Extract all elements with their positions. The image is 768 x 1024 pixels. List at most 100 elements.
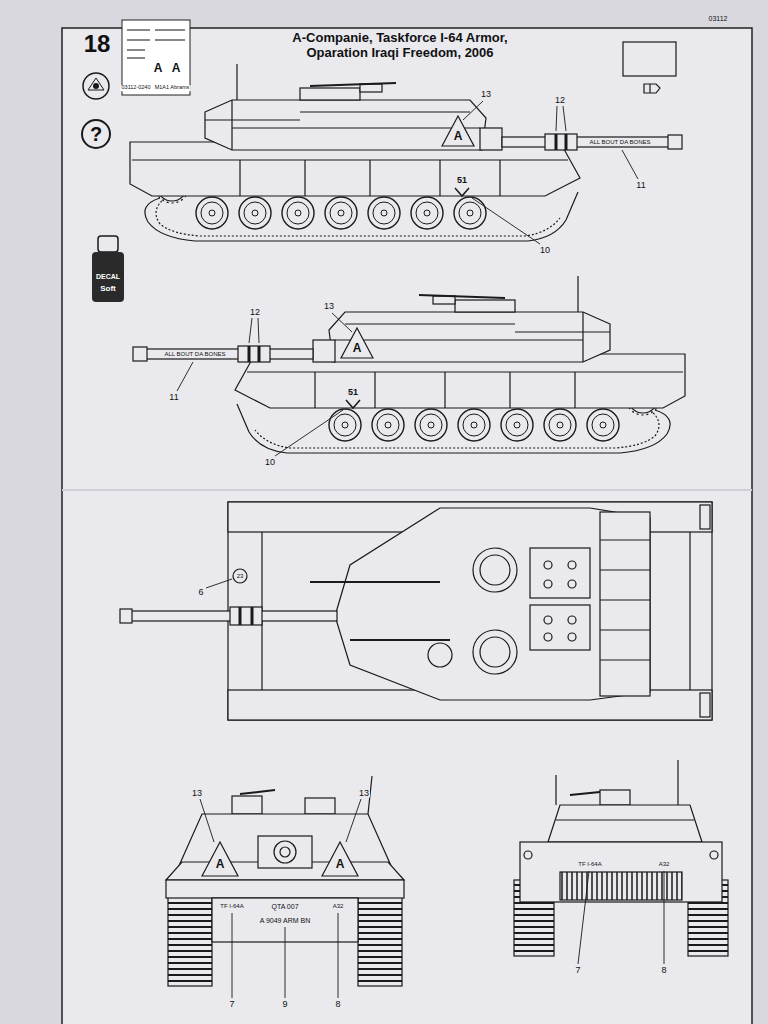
drawing-line bbox=[578, 871, 589, 964]
step-number: 18 bbox=[83, 32, 112, 56]
decal-soft-label: DECAL bbox=[95, 273, 121, 280]
drawing-rect bbox=[700, 505, 710, 529]
drawing-line bbox=[200, 799, 214, 842]
drawing-circle bbox=[473, 548, 517, 592]
drawing-circle bbox=[280, 847, 290, 857]
drawing-rect bbox=[700, 693, 710, 717]
drawing-circle bbox=[233, 569, 247, 583]
hull-marking: A32 bbox=[658, 861, 671, 867]
drawing-rect bbox=[530, 548, 590, 598]
callout-number: 11 bbox=[168, 393, 179, 402]
drawing-line bbox=[677, 760, 678, 805]
drawing-circle bbox=[524, 851, 532, 859]
callout-number: 10 bbox=[539, 246, 551, 255]
drawing-line bbox=[127, 39, 150, 41]
turret-marking: A bbox=[453, 130, 464, 142]
drawing-line bbox=[556, 819, 694, 820]
callout-number: 10 bbox=[264, 458, 276, 467]
drawing-rect bbox=[168, 888, 212, 986]
decal-sheet-code: 03112-0240 bbox=[121, 85, 152, 91]
drawing-rect bbox=[232, 796, 262, 814]
drawing-circle bbox=[568, 633, 576, 641]
callout-number: 9 bbox=[281, 1000, 288, 1009]
drawing-rect bbox=[305, 798, 335, 814]
drawing-circle bbox=[480, 555, 510, 585]
drawing-rect bbox=[120, 609, 132, 623]
callout-number: 12 bbox=[554, 96, 566, 105]
drawing-circle bbox=[568, 616, 576, 624]
drawing-line bbox=[689, 532, 690, 690]
drawing-use bbox=[130, 64, 682, 244]
callout-number: 7 bbox=[228, 1000, 235, 1009]
drawing-polygon bbox=[202, 842, 238, 876]
drawing-g bbox=[514, 760, 728, 964]
callout-number: 8 bbox=[660, 966, 667, 975]
drawing-line bbox=[600, 659, 650, 660]
drawing-circle bbox=[544, 633, 552, 641]
drawing-circle bbox=[568, 580, 576, 588]
drawing-circle bbox=[480, 637, 510, 667]
hull-marking: QTA 007 bbox=[270, 903, 299, 910]
drawing-rect bbox=[530, 605, 590, 650]
drawing-line bbox=[127, 57, 145, 59]
drawing-line bbox=[155, 39, 185, 41]
drawing-rect bbox=[358, 888, 402, 986]
drawing-circle bbox=[544, 561, 552, 569]
drawing-line bbox=[127, 29, 150, 31]
drawing-circle bbox=[83, 73, 109, 99]
drawing-polygon bbox=[322, 842, 358, 876]
drawing-line bbox=[310, 581, 440, 583]
drawing-rect bbox=[92, 252, 124, 302]
drawing-circle bbox=[710, 851, 718, 859]
decal-letter: A bbox=[153, 62, 164, 74]
drawing-circle bbox=[93, 83, 99, 89]
decal-number: 23 bbox=[236, 573, 245, 579]
drawing-circle bbox=[544, 580, 552, 588]
turret-marking: A bbox=[215, 858, 226, 870]
drawing-rect bbox=[166, 880, 404, 898]
drawing-rect bbox=[62, 28, 752, 1024]
drawing-rect bbox=[258, 836, 312, 868]
barrel-marking: ALL BOUT DA BONES bbox=[163, 351, 226, 357]
drawing-line bbox=[600, 569, 650, 570]
sheet-code: 03112 bbox=[708, 15, 729, 22]
drawing-line bbox=[239, 607, 242, 625]
barrel-marking: ALL BOUT DA BONES bbox=[588, 139, 651, 145]
decal-sheet-name: M1A1 Abrams bbox=[154, 85, 191, 91]
hull-marking: A32 bbox=[332, 903, 345, 909]
drawing-line bbox=[338, 913, 339, 998]
drawing-line bbox=[206, 579, 232, 588]
drawing-line bbox=[285, 927, 286, 998]
hull-marking: TF I-64A bbox=[577, 861, 602, 867]
drawing-circle bbox=[82, 120, 110, 148]
drawing-rect bbox=[520, 842, 722, 902]
drawing-line bbox=[155, 29, 185, 31]
drawing-line bbox=[127, 49, 145, 51]
callout-number: 8 bbox=[334, 1000, 341, 1009]
callout-number: 11 bbox=[635, 181, 646, 190]
drawing-line bbox=[232, 913, 233, 998]
drawing-path bbox=[644, 84, 660, 93]
drawing-line bbox=[350, 639, 450, 641]
page-title: A-Companie, Taskforce I-64 Armor, Oparat… bbox=[265, 30, 535, 60]
drawing-rect bbox=[600, 512, 650, 696]
callout-number: 12 bbox=[249, 308, 261, 317]
drawing-line bbox=[346, 799, 361, 842]
drawing-line bbox=[555, 775, 556, 805]
callout-number: 6 bbox=[197, 588, 204, 597]
drawing-line bbox=[570, 792, 600, 795]
drawing-rect bbox=[230, 607, 262, 625]
drawing-line bbox=[600, 629, 650, 630]
hull-marking: A 9049 ARM BN bbox=[259, 917, 312, 924]
drawing-circle bbox=[544, 616, 552, 624]
drawing-rect bbox=[623, 42, 676, 76]
drawing-line bbox=[240, 790, 275, 794]
callout-number: 13 bbox=[480, 90, 492, 99]
drawing-g bbox=[166, 776, 404, 998]
drawing-line bbox=[664, 871, 665, 964]
hull-marking: 51 bbox=[456, 176, 468, 185]
callout-number: 13 bbox=[323, 302, 335, 311]
drawing-circle bbox=[274, 841, 296, 863]
turret-marking: A bbox=[352, 342, 363, 354]
